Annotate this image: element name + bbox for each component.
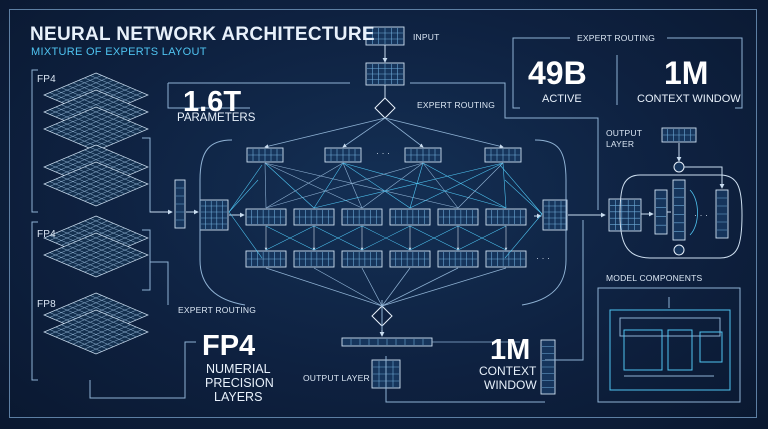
iso-grid [43,232,149,278]
output-dots: · · · [694,210,709,220]
output-col [672,179,686,241]
context-value: 1M [664,55,709,91]
parameters-value: 1.6T [183,86,242,118]
context-label: CONTEXT WINDOW [637,93,741,105]
context-column [540,339,556,395]
output-vector [341,337,433,347]
expert-block [437,208,479,226]
iso-grid [43,309,149,355]
expert-network-frame [167,82,599,403]
parameters-label: PARAMETERS [177,112,256,124]
precision-value: FP4 [202,330,256,362]
output-module [608,127,743,259]
expert-block [404,147,442,163]
fp-stack-frame [31,69,196,399]
diagram-title: NEURAL NETWORK ARCHITECTURE [30,24,375,45]
expert-block [437,250,479,268]
expert-block [484,147,522,163]
expert-block [485,250,527,268]
fp-layer-stacks [43,72,149,355]
expert-routing-bottom-label: EXPERT ROUTING [178,305,257,315]
active-value: 49B [528,55,587,91]
outer-frame [9,9,757,418]
context2-label-line1: CONTEXT [479,364,537,378]
expert-dots-top: · · · [376,148,391,158]
diagram-subtitle: MIXTURE OF EXPERTS LAYOUT [31,46,207,58]
expert-block [245,208,287,226]
iso-grid [43,106,149,152]
output-col [715,189,729,239]
embedding-block [365,62,405,86]
token-column [174,179,186,229]
expert-block [389,208,431,226]
context2-label-line2: WINDOW [484,378,537,392]
expert-block [324,147,362,163]
precision-line3: LAYERS [214,390,263,404]
router-diamond-top [374,97,396,119]
expert-dots-mid: · · · [536,253,551,263]
expert-block [341,208,383,226]
fp8-label: FP8 [37,299,56,310]
precision-line2: PRECISION [205,376,274,390]
expert-block [485,208,527,226]
fp4-top-label: FP4 [37,74,56,85]
fp4-mid-label: FP4 [37,229,56,240]
output-loop [619,174,743,259]
expert-block [389,250,431,268]
precision-line1: NUMERIAL [206,362,271,376]
output-matrix [608,198,642,232]
output-col [654,189,668,235]
expert-block [293,250,335,268]
router-block-right [542,199,568,231]
expert-block [246,147,284,163]
output-layer-block [661,127,697,143]
router-block-left [199,199,229,231]
model-components-label: MODEL COMPONENTS [606,273,703,283]
expert-block [293,208,335,226]
iso-grid [43,161,149,207]
expert-routing-panel-label: EXPERT ROUTING [577,33,656,43]
model-components-panel [597,287,741,403]
output-layer-right-label: OUTPUT LAYER [606,128,643,149]
expert-block [245,250,287,268]
merge-node [673,244,685,256]
expert-block [341,250,383,268]
merge-node [673,161,685,173]
expert-network [150,26,606,395]
expert-routing-panel [512,37,743,109]
input-label: INPUT [413,32,440,42]
context2-value: 1M [490,334,531,366]
active-label: ACTIVE [542,93,582,105]
expert-routing-top-label: EXPERT ROUTING [417,100,496,110]
output-layer-bottom-label: OUTPUT LAYER [303,373,370,383]
